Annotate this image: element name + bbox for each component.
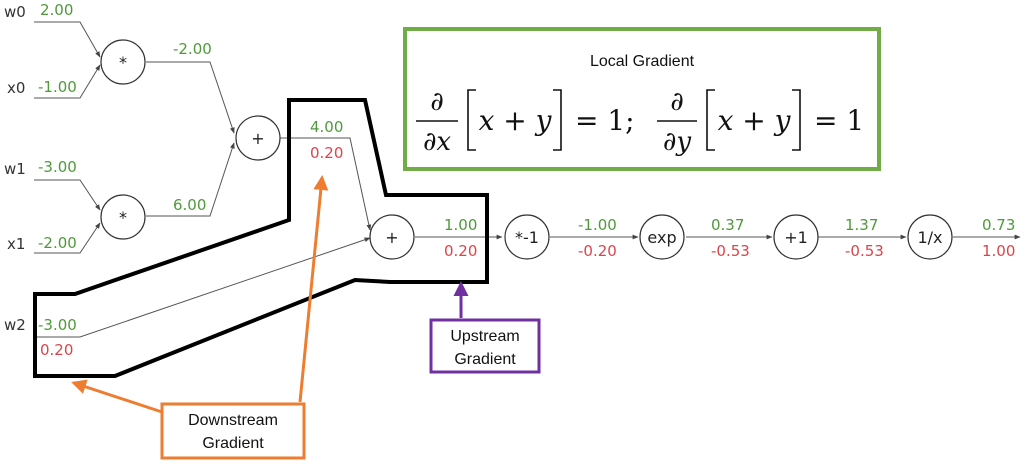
node-recip-circle (907, 214, 953, 260)
node-mul0-circle (100, 39, 146, 85)
node-exp-circle (639, 214, 685, 260)
local-gradient-frame (403, 27, 881, 171)
node-plus1: +1 (773, 214, 819, 260)
neg-value: -1.00 (578, 216, 617, 234)
input-w1-value: -3.00 (38, 158, 77, 176)
recip-value: 0.73 (982, 216, 1015, 234)
upstream-callout: Upstream Gradient (429, 281, 541, 374)
expression-2: x + y (718, 104, 792, 137)
expression-1: x + y (479, 104, 553, 137)
input-x1-value: -2.00 (38, 234, 77, 252)
input-w2-label: w2 (4, 316, 26, 334)
node-add0: + (235, 115, 281, 161)
wire-w2 (34, 237, 371, 338)
node-add1: + (369, 214, 415, 260)
downstream-arrow-up (298, 175, 329, 403)
add0-grad: 0.20 (310, 144, 343, 162)
upstream-line-1: Upstream (450, 328, 519, 345)
recip-grad: 1.00 (982, 242, 1015, 260)
bracket-right-2 (792, 89, 801, 151)
input-w0-label: w0 (4, 3, 26, 21)
node-add1-op: + (385, 228, 398, 247)
neg-grad: -0.20 (578, 242, 617, 260)
wire-add0-out (280, 137, 372, 231)
equals-2: = 1 (814, 104, 864, 137)
graph-wires (34, 21, 1021, 338)
node-mul1: * (100, 194, 146, 240)
node-add1-circle (369, 214, 415, 260)
downstream-line-2: Gradient (202, 435, 264, 452)
add0-value: 4.00 (310, 118, 343, 136)
node-neg-op: *-1 (515, 228, 539, 247)
plus1-value: 1.37 (845, 216, 878, 234)
add1-value: 1.00 (444, 216, 477, 234)
input-w0-value: 2.00 (40, 1, 73, 19)
node-neg-circle (504, 214, 550, 260)
node-add0-circle (235, 115, 281, 161)
input-w2-value: -3.00 (38, 316, 77, 334)
node-exp: exp (639, 214, 685, 260)
wire-x0 (34, 64, 101, 99)
bracket-left-2 (706, 89, 715, 151)
input-x1-label: x1 (7, 235, 25, 253)
partial-denominator-x: ∂x (423, 127, 451, 157)
downstream-arrow-left (71, 379, 163, 414)
input-w1-label: w1 (4, 160, 26, 178)
wire-w0 (34, 21, 101, 58)
node-mul1-circle (100, 194, 146, 240)
bracket-right-1 (553, 89, 562, 151)
node-plus1-circle (773, 214, 819, 260)
add1-grad: 0.20 (444, 242, 477, 260)
downstream-box (160, 402, 306, 460)
partial-denominator-y: ∂y (663, 127, 691, 157)
bracket-left-1 (467, 89, 476, 151)
node-add0-op: + (251, 129, 264, 148)
partial-numerator-2: ∂ (670, 87, 683, 117)
node-exp-op: exp (647, 228, 676, 247)
plus1-grad: -0.53 (845, 242, 884, 260)
local-gradient-title: Local Gradient (590, 53, 695, 70)
mul1-value: 6.00 (173, 196, 206, 214)
wire-mul0-out (146, 61, 235, 134)
upstream-box (429, 318, 541, 374)
wire-mul1-out (146, 142, 235, 217)
input-x0-label: x0 (7, 79, 25, 97)
node-mul0: * (100, 39, 146, 85)
partial-numerator-1: ∂ (430, 87, 443, 117)
wire-x1 (34, 222, 101, 254)
input-x0-value: -1.00 (38, 78, 77, 96)
node-recip: 1/x (907, 214, 953, 260)
node-neg: *-1 (504, 214, 550, 260)
mul0-value: -2.00 (173, 40, 212, 58)
wire-w1 (34, 179, 101, 211)
node-plus1-op: +1 (784, 228, 808, 247)
upstream-line-2: Gradient (454, 351, 516, 368)
downstream-callout: Downstream Gradient (71, 175, 329, 460)
input-w2-grad: 0.20 (40, 341, 73, 359)
downstream-line-1: Downstream (188, 412, 278, 429)
node-mul0-op: * (119, 53, 127, 72)
node-recip-op: 1/x (917, 228, 942, 247)
exp-grad: -0.53 (711, 242, 750, 260)
local-gradient-box: Local Gradient ∂ ∂x x + y = 1; ∂ ∂y x + … (403, 27, 881, 171)
equals-1: = 1; (575, 104, 635, 137)
exp-value: 0.37 (711, 216, 744, 234)
gradient-highlight-region (33, 98, 489, 378)
node-mul1-op: * (119, 208, 127, 227)
